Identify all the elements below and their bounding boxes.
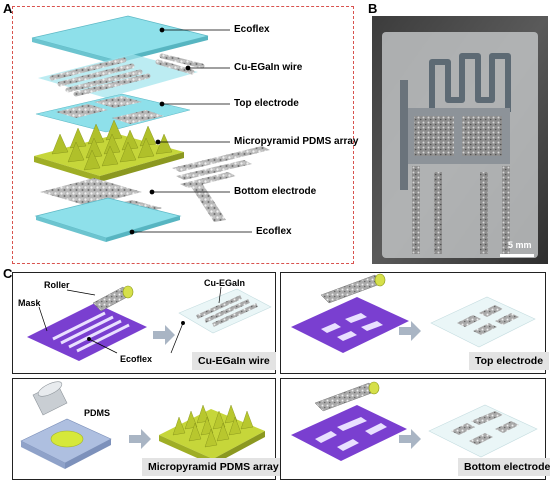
- roller: [92, 285, 134, 312]
- pouring-cup: [32, 381, 68, 416]
- panel-a-frame: [12, 6, 354, 264]
- panel-c-letter: C: [3, 266, 13, 281]
- micropyramid-pdms-layer: [34, 119, 184, 182]
- scale-bar-label: 5 mm: [508, 240, 532, 250]
- process-arrow: [399, 321, 421, 341]
- exploded-layer-diagram: [31, 15, 270, 242]
- label-mask: Mask: [18, 298, 41, 308]
- process-arrow: [129, 429, 151, 449]
- label-cu-egain: Cu-EGaIn: [204, 278, 246, 288]
- label-ecoflex: Ecoflex: [120, 354, 153, 364]
- scale-bar: [500, 254, 534, 257]
- label-cu-egain-wire: Cu-EGaIn wire: [234, 62, 303, 73]
- panel-a-letter: A: [3, 1, 13, 16]
- device-photograph: [372, 16, 548, 264]
- label-ecoflex-top: Ecoflex: [234, 24, 270, 35]
- process-arrow: [399, 429, 421, 449]
- label-top-electrode: Top electrode: [234, 98, 299, 109]
- caption-top-electrode: Top electrode: [469, 352, 550, 370]
- label-roller: Roller: [44, 280, 70, 290]
- step3-illustration: [20, 381, 265, 469]
- top-ecoflex-layer: [31, 15, 209, 61]
- step4-illustration: [291, 381, 538, 461]
- panel-b-letter: B: [368, 1, 378, 16]
- top-electrode-layer: [35, 93, 191, 133]
- label-micropyramid-pdms-array: Micropyramid PDMS array: [234, 136, 359, 147]
- cu-egain-wire-layer: [38, 53, 205, 98]
- label-ecoflex-bottom: Ecoflex: [256, 226, 292, 237]
- caption-bottom-electrode: Bottom electrode: [458, 458, 550, 476]
- caption-cu-egain-wire: Cu-EGaIn wire: [192, 352, 276, 370]
- caption-micropyramid-pdms-array: Micropyramid PDMS array: [142, 458, 285, 476]
- label-bottom-electrode: Bottom electrode: [234, 186, 317, 197]
- process-arrow: [153, 325, 175, 345]
- step1-illustration: [27, 285, 272, 361]
- step2-illustration: [291, 273, 536, 353]
- label-pdms: PDMS: [84, 408, 111, 418]
